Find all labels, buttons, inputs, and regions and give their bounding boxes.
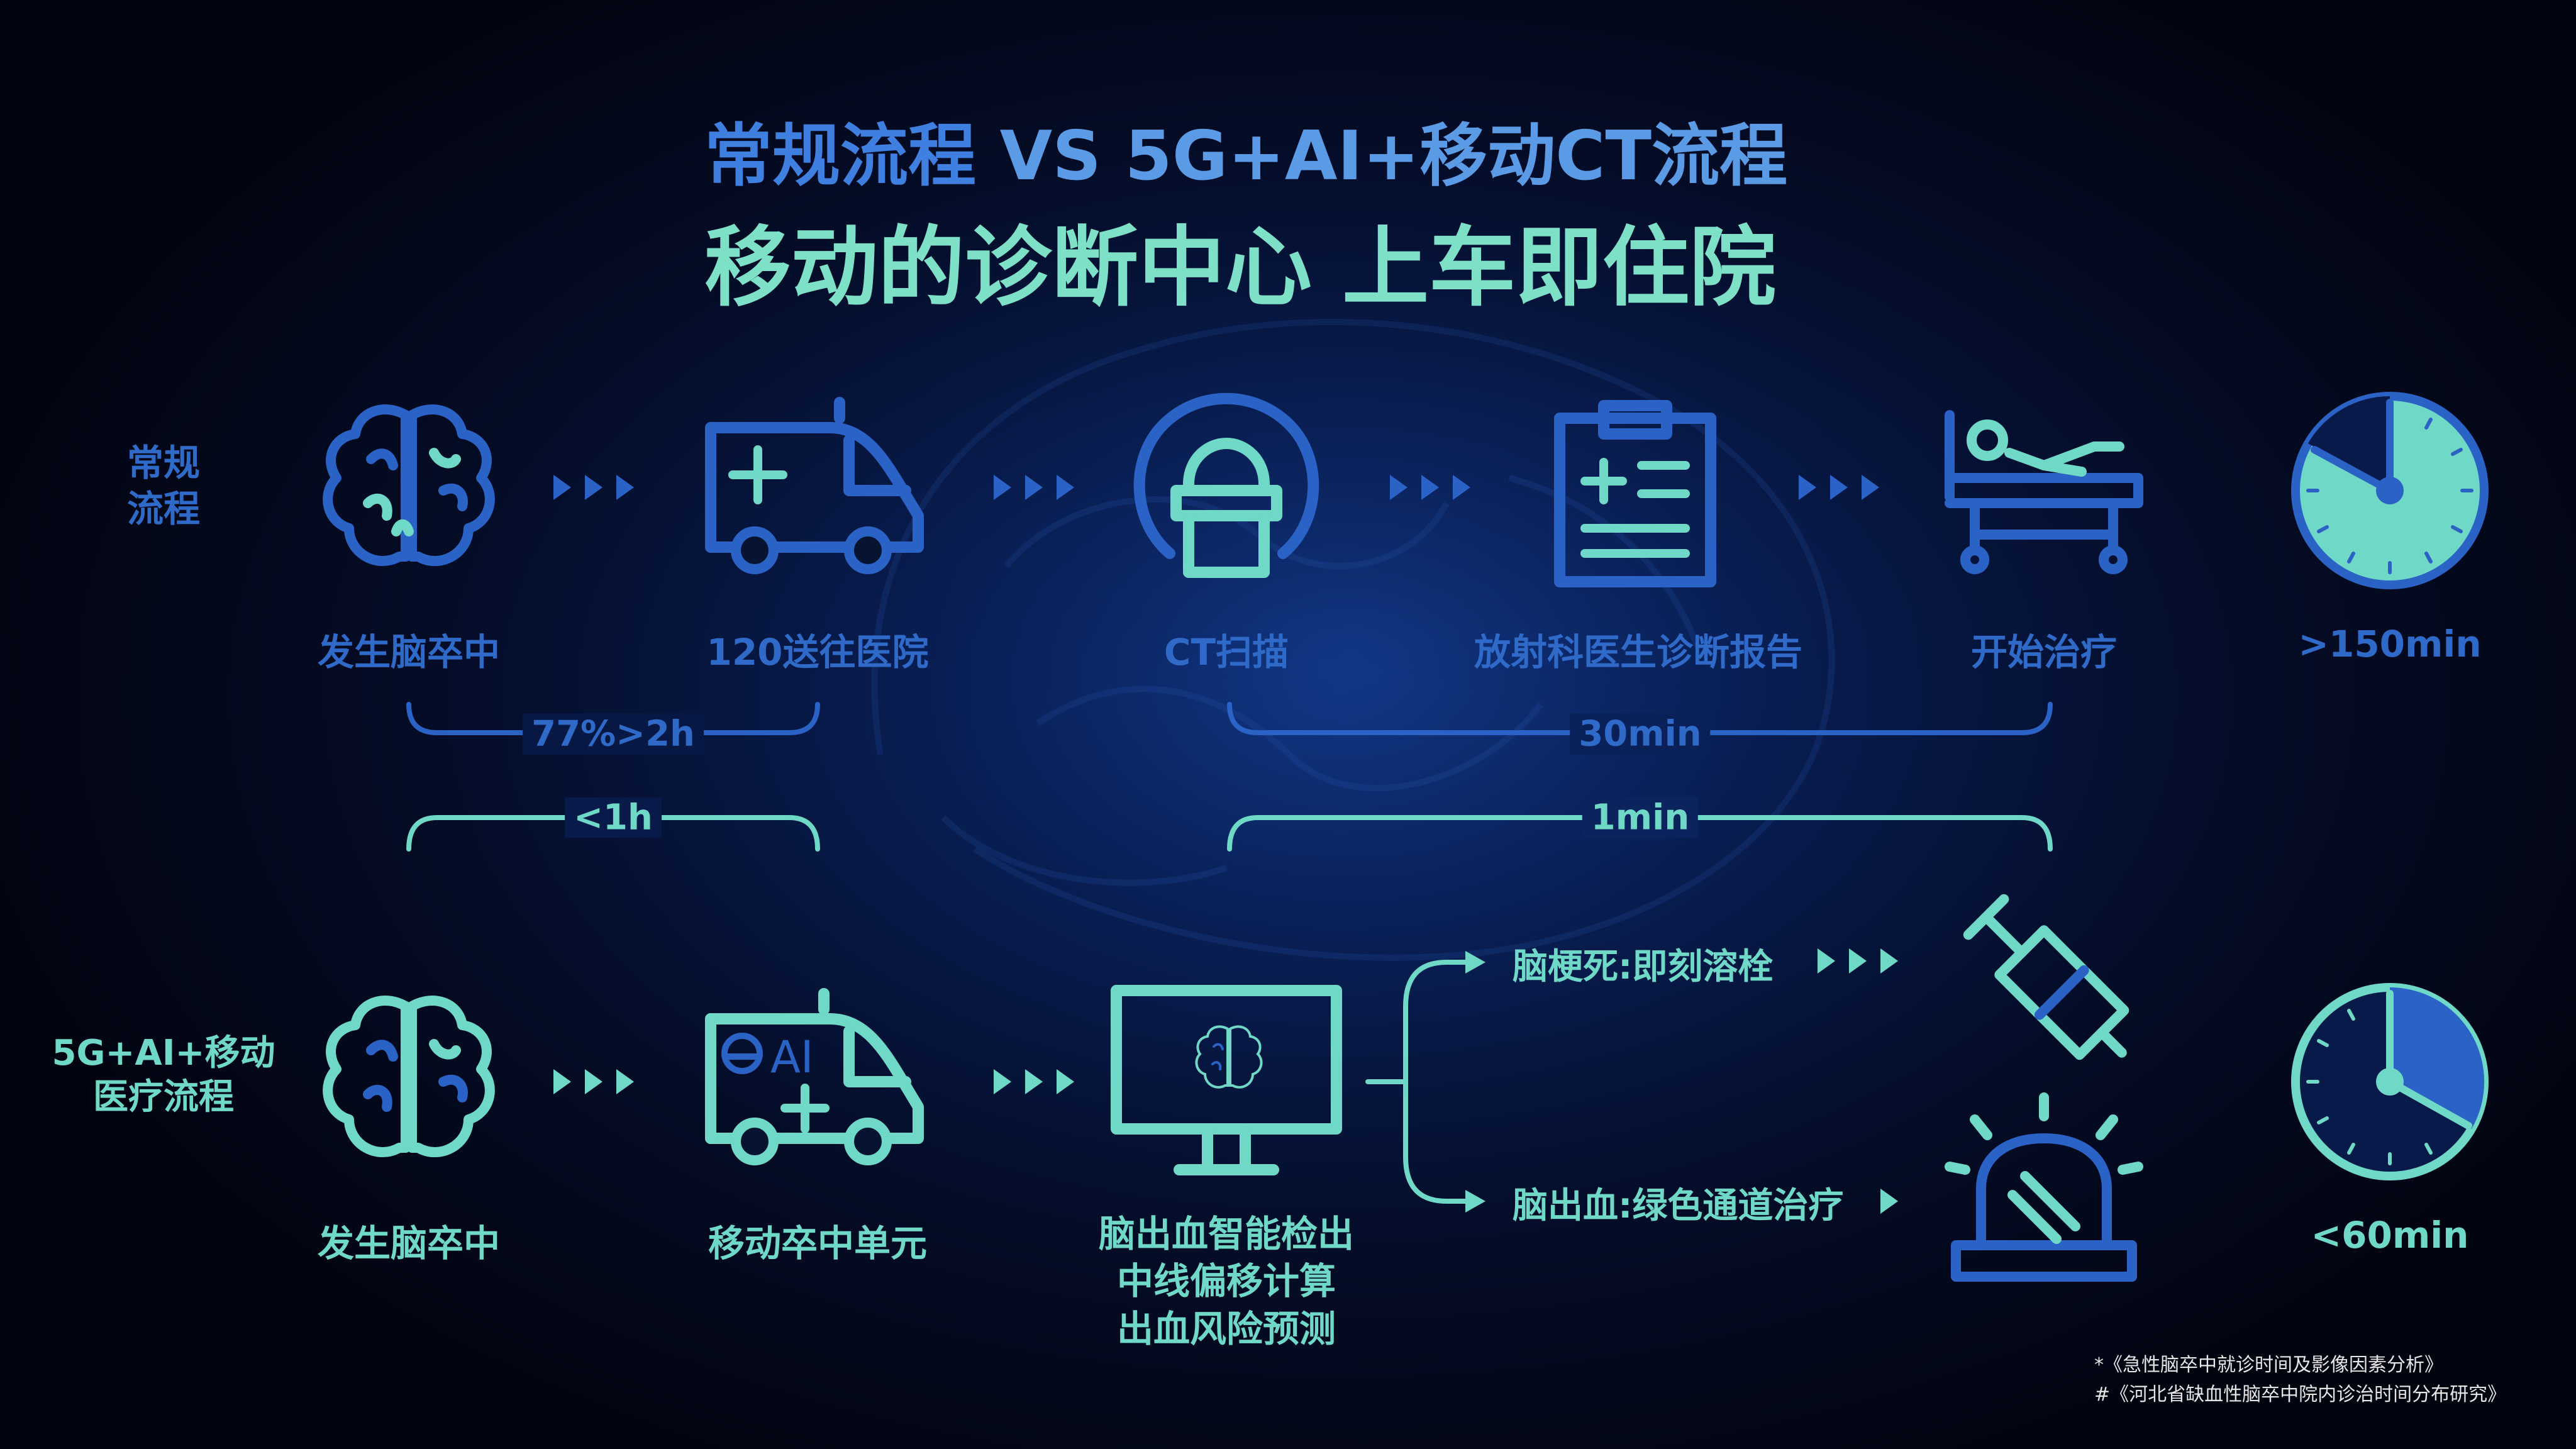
page-title: 常规流程 VS 5G+AI+移动CT流程 xyxy=(704,119,1787,194)
hospital-bed-icon xyxy=(1945,410,2143,574)
branch-label-hemorrhage: 脑出血:绿色通道治疗 xyxy=(1513,1185,1844,1226)
arrow-icon xyxy=(994,475,1082,502)
arrow-icon xyxy=(1799,475,1887,502)
arrow-icon xyxy=(1818,948,1906,976)
brace-label-ai-analysis: 1min xyxy=(1582,797,1699,838)
brace-label-arrival: 77%>2h xyxy=(523,713,704,755)
arrow-icon xyxy=(553,475,641,502)
clipboard-report-icon xyxy=(1554,400,1716,587)
ambulance-icon xyxy=(705,397,924,574)
ai-glyph: AI xyxy=(770,1031,814,1083)
ai-analysis-list: 脑出血智能检出 中线偏移计算 出血风险预测 xyxy=(1099,1211,1354,1353)
step-label: 发生脑卒中 xyxy=(317,631,501,674)
arrow-icon xyxy=(1390,475,1478,502)
reference-note: *《急性脑卒中就诊时间及影像因素分析》 xyxy=(2094,1354,2443,1376)
step-label: CT扫描 xyxy=(1163,631,1289,674)
ct-scanner-icon xyxy=(1133,392,1319,578)
page-subtitle: 移动的诊断中心 上车即住院 xyxy=(704,217,1777,318)
step-label: 放射科医生诊断报告 xyxy=(1474,631,1803,674)
branch-label-infarction: 脑梗死:即刻溶栓 xyxy=(1513,947,1774,987)
siren-alarm-icon xyxy=(1945,1092,2143,1282)
step-label: 发生脑卒中 xyxy=(317,1222,501,1265)
step-label: 移动卒中单元 xyxy=(708,1222,928,1265)
step-label: 120送往医院 xyxy=(706,631,929,674)
total-time-conventional: >150min xyxy=(2298,623,2482,665)
analysis-item: 出血风险预测 xyxy=(1116,1307,1336,1350)
clock-icon xyxy=(2291,392,2489,589)
clock-icon xyxy=(2291,983,2489,1180)
brain-icon xyxy=(323,996,495,1158)
title-part2: VS 5G+AI+移动CT流程 xyxy=(999,117,1788,196)
arrow-icon xyxy=(1880,1189,1906,1216)
total-time-mobile: <60min xyxy=(2311,1214,2469,1257)
syringe-icon xyxy=(1963,894,2129,1060)
row-label-conventional: 常规 流程 xyxy=(126,441,200,530)
reference-note: #《河北省缺血性脑卒中院内诊治时间分布研究》 xyxy=(2094,1384,2507,1406)
mobile-stroke-unit-icon: AI xyxy=(705,988,924,1165)
analysis-item: 中线偏移计算 xyxy=(1116,1260,1336,1303)
step-label: 开始治疗 xyxy=(1970,631,2118,674)
brace-label-mobile-arrival: <1h xyxy=(565,797,662,838)
analysis-item: 脑出血智能检出 xyxy=(1098,1213,1355,1255)
brace-label-ct-to-treatment: 30min xyxy=(1570,713,1711,755)
title-part1: 常规流程 xyxy=(704,117,977,196)
arrow-icon xyxy=(994,1069,1082,1097)
brain-icon xyxy=(323,404,495,567)
arrow-icon xyxy=(553,1069,641,1097)
row-label-mobile: 5G+AI+移动 医疗流程 xyxy=(52,1033,275,1118)
monitor-brain-icon xyxy=(1111,985,1342,1175)
